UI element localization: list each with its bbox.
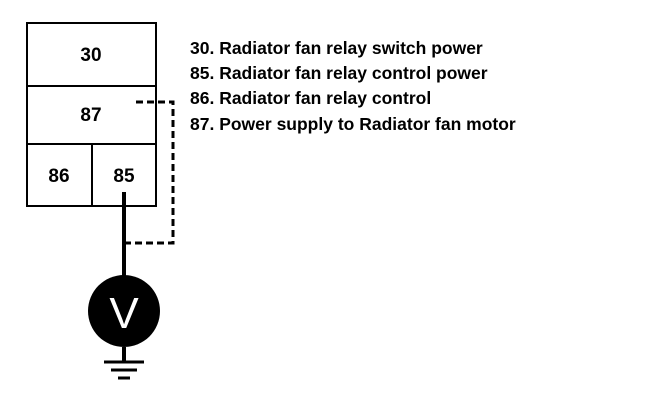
voltmeter-symbol: V	[109, 289, 139, 338]
legend-item-86: 86. Radiator fan relay control	[190, 88, 431, 108]
terminal-87-label: 87	[80, 105, 101, 126]
ground-icon	[104, 347, 144, 380]
probe-lead-87-dashed	[125, 100, 175, 245]
terminal-85-label: 85	[113, 166, 135, 187]
terminal-legend: 30. Radiator fan relay switch power 85. …	[190, 38, 516, 134]
legend-item-87: 87. Power supply to Radiator fan motor	[190, 114, 516, 134]
voltmeter: V	[88, 275, 160, 347]
legend-item-30: 30. Radiator fan relay switch power	[190, 38, 483, 58]
terminal-30-label: 30	[80, 45, 101, 66]
terminal-86-label: 86	[48, 166, 69, 187]
voltmeter-body	[88, 275, 160, 347]
legend-item-85: 85. Radiator fan relay control power	[190, 63, 488, 83]
